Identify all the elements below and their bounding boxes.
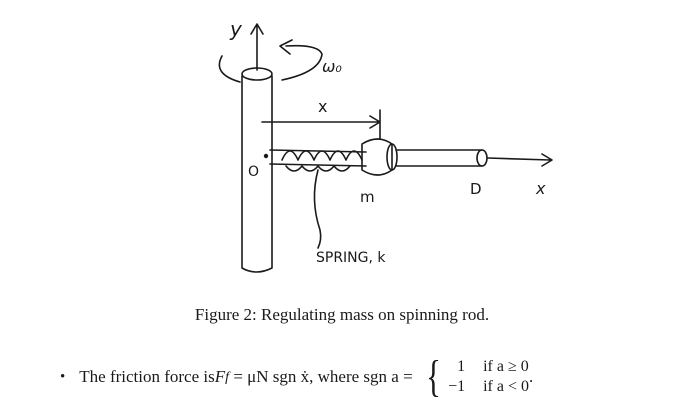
y-axis-arrow (250, 23, 264, 71)
mass-label: m (360, 188, 375, 206)
origin-label: O (248, 164, 259, 180)
vertical-rod (241, 75, 273, 273)
case-condition-1: if a ≥ 0 (483, 358, 529, 375)
rotation-arrow (218, 39, 323, 83)
rod-end-cap (476, 149, 488, 167)
mass-collar-face (386, 143, 398, 171)
omega-label: ω₀ (322, 57, 342, 76)
figure-drawing: y ω₀ x O m D x SPRING, k (218, 17, 553, 273)
x-axis-arrow (487, 153, 553, 167)
spring-leader (313, 169, 322, 249)
formula-rhs: = μN sgn ẋ, where sgn a = (229, 367, 417, 386)
end-punctuation: . (529, 367, 534, 386)
case-condition-2: if a < 0 (483, 378, 529, 395)
end-d-label: D (470, 180, 482, 198)
cases-brace: { (426, 352, 441, 401)
x-distance-marker (261, 109, 381, 139)
friction-lead-text: The friction force is (79, 367, 215, 386)
x-distance-label: x (318, 97, 327, 116)
bullet-marker: • (60, 368, 66, 385)
rod-extension (395, 149, 483, 167)
x-axis-label: x (535, 179, 546, 198)
sgn-cases: { 1 if a ≥ 0 −1 if a < 0 (423, 355, 529, 399)
spring-coils (281, 150, 363, 172)
y-axis-label: y (229, 17, 243, 41)
case-value-2: −1 (448, 378, 466, 395)
origin-point (263, 153, 269, 159)
figure-caption: Figure 2: Regulating mass on spinning ro… (194, 305, 490, 324)
formula-lhs: F (214, 367, 226, 386)
case-value-1: 1 (457, 358, 466, 375)
spring-label: SPRING, k (316, 250, 386, 266)
formula-sub: f (225, 368, 230, 385)
